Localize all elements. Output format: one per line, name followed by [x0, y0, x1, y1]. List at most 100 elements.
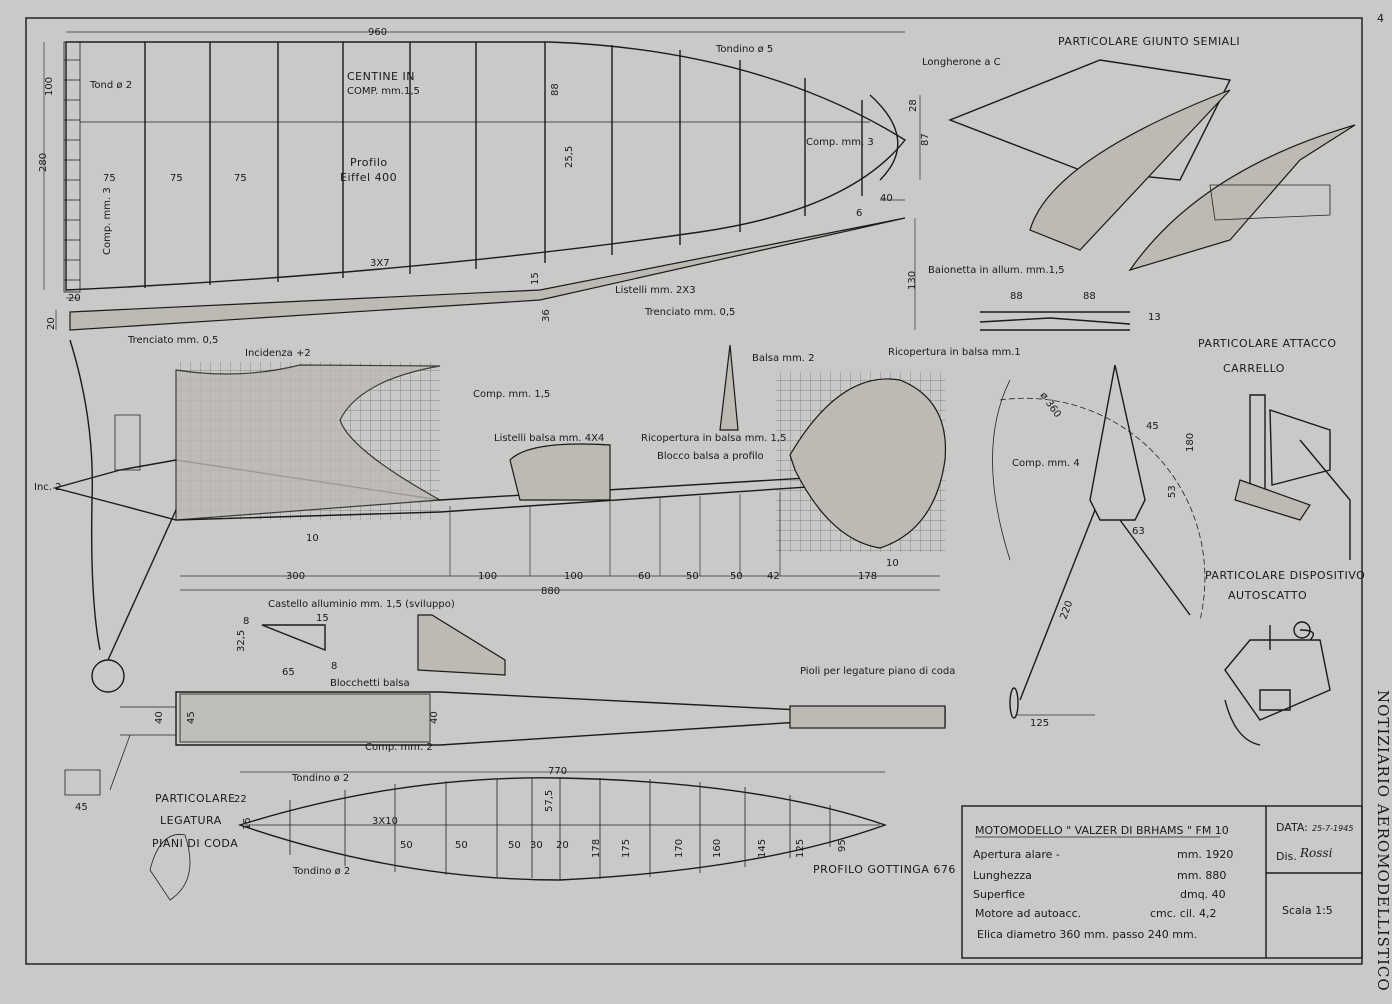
- dim-label: 22: [234, 794, 247, 805]
- dim-label: 87: [920, 133, 931, 146]
- page-number: 4: [1377, 12, 1385, 25]
- fuselage-labels: Incidenza +2 Balsa mm. 2 Ricopertura in …: [34, 347, 1021, 597]
- note-label: PROFILO GOTTINGA 676: [813, 863, 956, 876]
- drawn-by-label: Dis.: [1276, 850, 1297, 863]
- dim-label: ø 360: [1038, 390, 1063, 420]
- dim-label: 170: [674, 839, 685, 858]
- spec-value: mm. 880: [1177, 869, 1226, 882]
- detail-title: PARTICOLARE ATTACCO: [1198, 337, 1337, 350]
- dim-label: 15: [530, 272, 541, 285]
- spec-label: Apertura alare -: [973, 848, 1060, 861]
- note-label: Tondino ø 5: [715, 44, 773, 55]
- landing-gear-attachment-sketch: [1234, 394, 1351, 560]
- dim-label: 880: [541, 586, 560, 597]
- dim-label: 75: [170, 173, 183, 184]
- dim-label: 88: [550, 83, 561, 96]
- stabilizer-plan-view: [237, 771, 888, 881]
- title-block: MOTOMODELLO " VALZER DI BRHAMS " FM 10 A…: [961, 805, 1363, 959]
- note-label: Pioli per legature piano di coda: [800, 666, 955, 677]
- dim-label: 45: [1146, 421, 1159, 432]
- date-label: DATA:: [1276, 821, 1308, 834]
- wing-labels: 960 Tondino ø 5 Longherone a C Tond ø 2 …: [38, 27, 1001, 346]
- dim-label: 20: [46, 317, 57, 330]
- note-label: Eiffel 400: [340, 171, 397, 184]
- dim-label: 42: [767, 571, 780, 582]
- dim-label: 32,5: [236, 630, 247, 652]
- wing-joint-perspective: [948, 59, 1356, 331]
- note-label: Baionetta in allum. mm.1,5: [928, 265, 1065, 276]
- signature: Rossi: [1299, 846, 1333, 860]
- dim-label: 10: [886, 558, 899, 569]
- dim-label: 15: [242, 817, 253, 830]
- note-label: Comp. mm. 3: [806, 137, 874, 148]
- dim-label: 45: [75, 802, 88, 813]
- dim-label: 8: [243, 616, 249, 627]
- dim-label: 75: [103, 173, 116, 184]
- spec-value: dmq. 40: [1180, 888, 1226, 901]
- dim-label: 25,5: [564, 146, 575, 168]
- dim-label: 36: [541, 309, 552, 322]
- note-label: Ricopertura in balsa mm. 1,5: [641, 433, 786, 444]
- dim-label: 13: [1148, 312, 1161, 323]
- note-label: Listelli balsa mm. 4X4: [494, 433, 604, 444]
- detail-title: PARTICOLARE: [155, 792, 236, 805]
- dim-label: 40: [429, 711, 440, 724]
- spec-label: Superfice: [973, 888, 1025, 901]
- dim-label: 178: [858, 571, 877, 582]
- note-label: Incidenza +2: [245, 348, 311, 359]
- note-label: Listelli mm. 2X3: [615, 285, 696, 296]
- dim-label: 28: [908, 99, 919, 112]
- dim-label: 145: [757, 839, 768, 858]
- detail-title: PARTICOLARE DISPOSITIVO: [1205, 569, 1365, 582]
- dim-label: 20: [68, 293, 81, 304]
- note-label: COMP. mm.1,5: [347, 86, 420, 97]
- date-value: 25-7-1945: [1312, 824, 1353, 833]
- stabilizer-labels: 770 Tondino ø 2 22 15 57,5 3X10 50 50 50…: [234, 766, 956, 877]
- engine-mount-detail: [261, 614, 506, 676]
- dim-label: 280: [38, 153, 49, 172]
- note-label: Comp. mm. 3: [102, 187, 113, 255]
- note-label: Blocchetti balsa: [330, 678, 410, 689]
- dim-label: 53: [1167, 485, 1178, 498]
- dim-label: 130: [907, 271, 918, 290]
- dim-label: 8: [331, 661, 337, 672]
- dim-label: 40: [880, 193, 893, 204]
- detail-title: CARRELLO: [1223, 362, 1285, 375]
- dim-label: 63: [1132, 526, 1145, 537]
- note-label: Profilo: [350, 156, 388, 169]
- fuselage-side-view: [52, 339, 947, 693]
- dim-label: 100: [44, 77, 55, 96]
- magazine-title: NOTIZIARIO AEROMODELLISTICO: [1374, 690, 1392, 992]
- dim-label: 60: [638, 571, 651, 582]
- fuselage-top-view: [64, 691, 946, 901]
- sheet-frame: [25, 17, 1363, 965]
- dim-label: 178: [591, 839, 602, 858]
- dim-label: 15: [316, 613, 329, 624]
- dim-label: 180: [1185, 433, 1196, 452]
- detail-title: PARTICOLARE GIUNTO SEMIALI: [1058, 35, 1240, 48]
- dim-label: 100: [478, 571, 497, 582]
- dim-label: 45: [186, 711, 197, 724]
- dim-label: 88: [1010, 291, 1023, 302]
- dim-label: 20: [556, 840, 569, 851]
- note-label: Balsa mm. 2: [752, 353, 815, 364]
- dim-label: 50: [686, 571, 699, 582]
- note-label: Trenciato mm. 0,5: [127, 335, 218, 346]
- detail-title: AUTOSCATTO: [1228, 589, 1307, 602]
- dim-label: 6: [856, 208, 862, 219]
- spec-label: Motore ad autoacc.: [975, 907, 1081, 920]
- dim-label: 220: [1058, 599, 1075, 621]
- dim-label: 57,5: [544, 790, 555, 812]
- spec-label: Lunghezza: [973, 869, 1032, 882]
- note-label: 3X10: [372, 816, 398, 827]
- note-label: Longherone a C: [922, 57, 1001, 68]
- spec-value: mm. 1920: [1177, 848, 1233, 861]
- spec-value: cmc. cil. 4,2: [1150, 907, 1216, 920]
- propeller-spec: Elica diametro 360 mm. passo 240 mm.: [977, 928, 1197, 941]
- autoscatto-sketch: [1224, 621, 1331, 746]
- note-label: Comp. mm. 4: [1012, 458, 1080, 469]
- note-label: Trenciato mm. 0,5: [644, 307, 735, 318]
- dim-label: 75: [234, 173, 247, 184]
